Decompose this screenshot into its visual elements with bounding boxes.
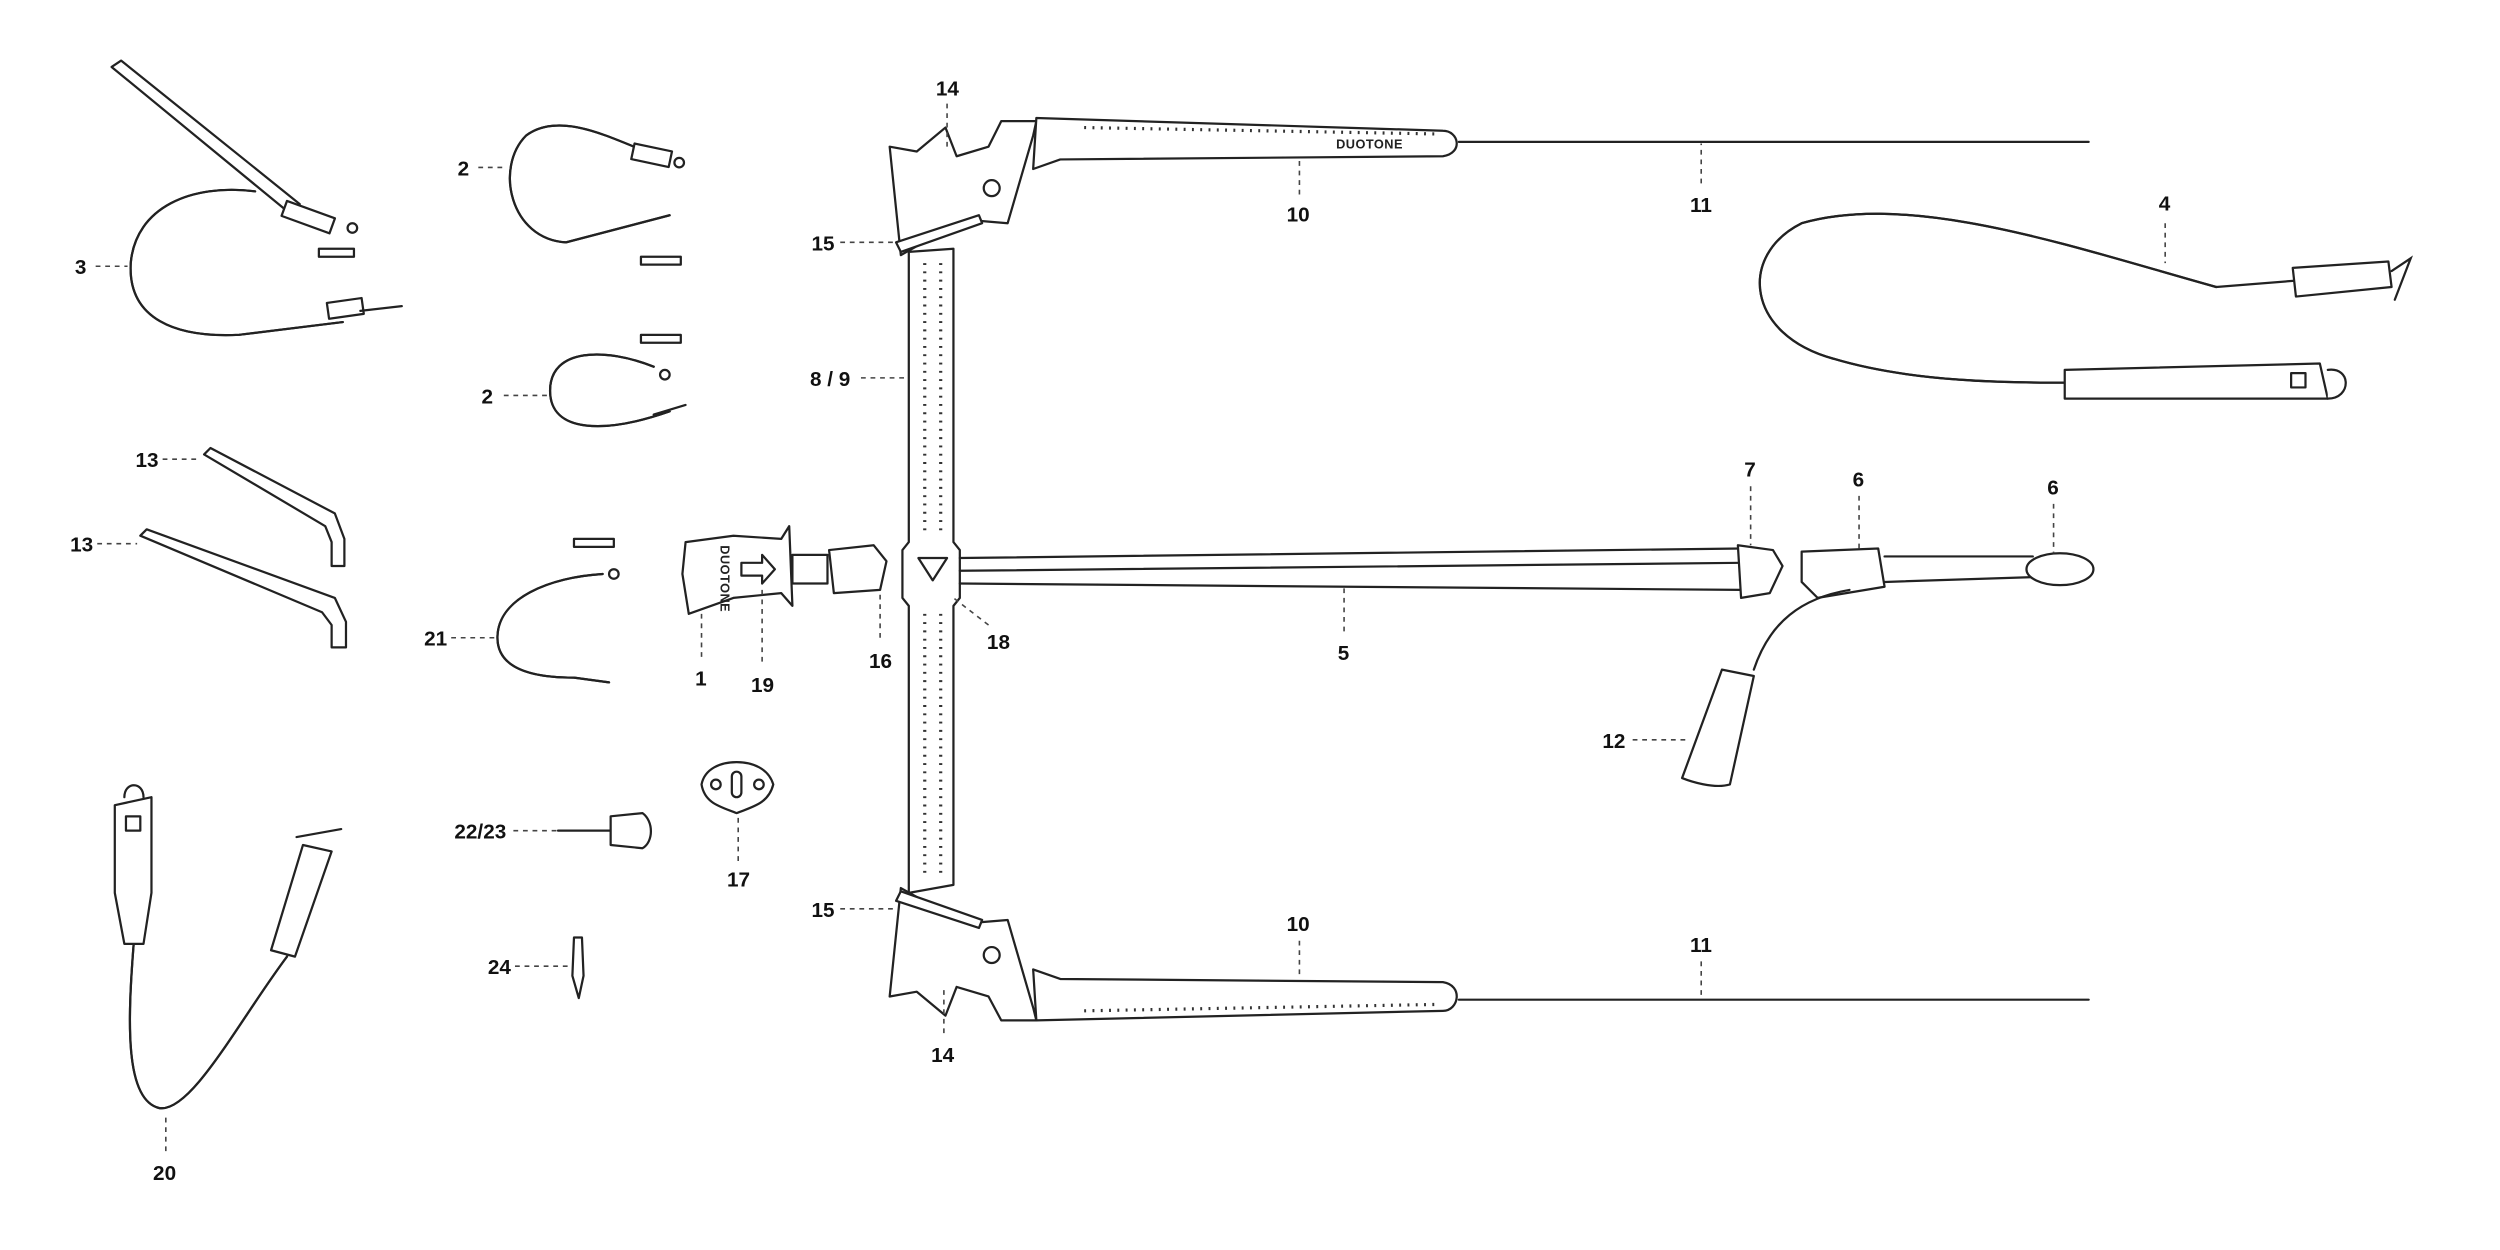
part-22-23-stopper bbox=[556, 812, 653, 850]
brand-logo-text: DUOTONE bbox=[718, 545, 733, 612]
callout-13: 13 bbox=[70, 534, 93, 557]
bar-bottom-end bbox=[888, 886, 2090, 1022]
part-4-leash bbox=[1758, 212, 2414, 400]
part-2-pigtail-large bbox=[508, 124, 686, 266]
callout-labels: 3 2 2 13 13 21 20 22/23 24 17 1 19 16 18… bbox=[70, 78, 2171, 1185]
callout-10: 10 bbox=[1287, 913, 1310, 936]
part-21-pigtail bbox=[496, 537, 620, 684]
brand-logo-text: DUOTONE bbox=[1336, 136, 1403, 151]
callout-18: 18 bbox=[987, 631, 1010, 654]
callout-7: 7 bbox=[1744, 459, 1756, 482]
callout-11: 11 bbox=[1690, 194, 1712, 217]
callout-15: 15 bbox=[812, 899, 835, 922]
bar-top-end: DUOTONE bbox=[888, 116, 2090, 257]
part-24-needle bbox=[571, 936, 585, 1000]
part-3-leader-line bbox=[110, 59, 403, 337]
callout-21: 21 bbox=[424, 628, 447, 651]
part-8-9-bar-grip bbox=[901, 247, 961, 894]
callout-1: 1 bbox=[695, 668, 707, 691]
callout-2: 2 bbox=[482, 385, 494, 408]
callout-22-23: 22/23 bbox=[454, 821, 506, 844]
callout-2: 2 bbox=[458, 157, 470, 180]
callout-16: 16 bbox=[869, 650, 892, 673]
callout-6: 6 bbox=[1853, 468, 1865, 491]
callout-6: 6 bbox=[2047, 476, 2059, 499]
callout-5: 5 bbox=[1338, 642, 1350, 665]
part-2-pigtail-small bbox=[548, 333, 687, 428]
callout-14: 14 bbox=[931, 1044, 955, 1067]
callout-8-9: 8 / 9 bbox=[810, 368, 850, 391]
part-13-sleeves bbox=[139, 446, 348, 649]
callout-13: 13 bbox=[136, 449, 159, 472]
callout-17: 17 bbox=[727, 868, 750, 891]
part-17-spacer bbox=[700, 761, 775, 815]
callout-15: 15 bbox=[812, 232, 835, 255]
callout-20: 20 bbox=[153, 1162, 176, 1185]
callout-11: 11 bbox=[1690, 934, 1712, 957]
callout-10: 10 bbox=[1287, 204, 1310, 227]
callout-19: 19 bbox=[751, 674, 774, 697]
callout-4: 4 bbox=[2159, 192, 2171, 215]
callout-12: 12 bbox=[1602, 730, 1625, 753]
part-1-quick-release: DUOTONE bbox=[681, 525, 888, 615]
part-20-safety-leash bbox=[113, 784, 343, 1110]
callout-3: 3 bbox=[75, 256, 87, 279]
callout-24: 24 bbox=[488, 956, 512, 979]
callout-14: 14 bbox=[936, 78, 960, 101]
part-5-depower-lines bbox=[958, 544, 2095, 788]
callout-leaders bbox=[95, 103, 2166, 1152]
